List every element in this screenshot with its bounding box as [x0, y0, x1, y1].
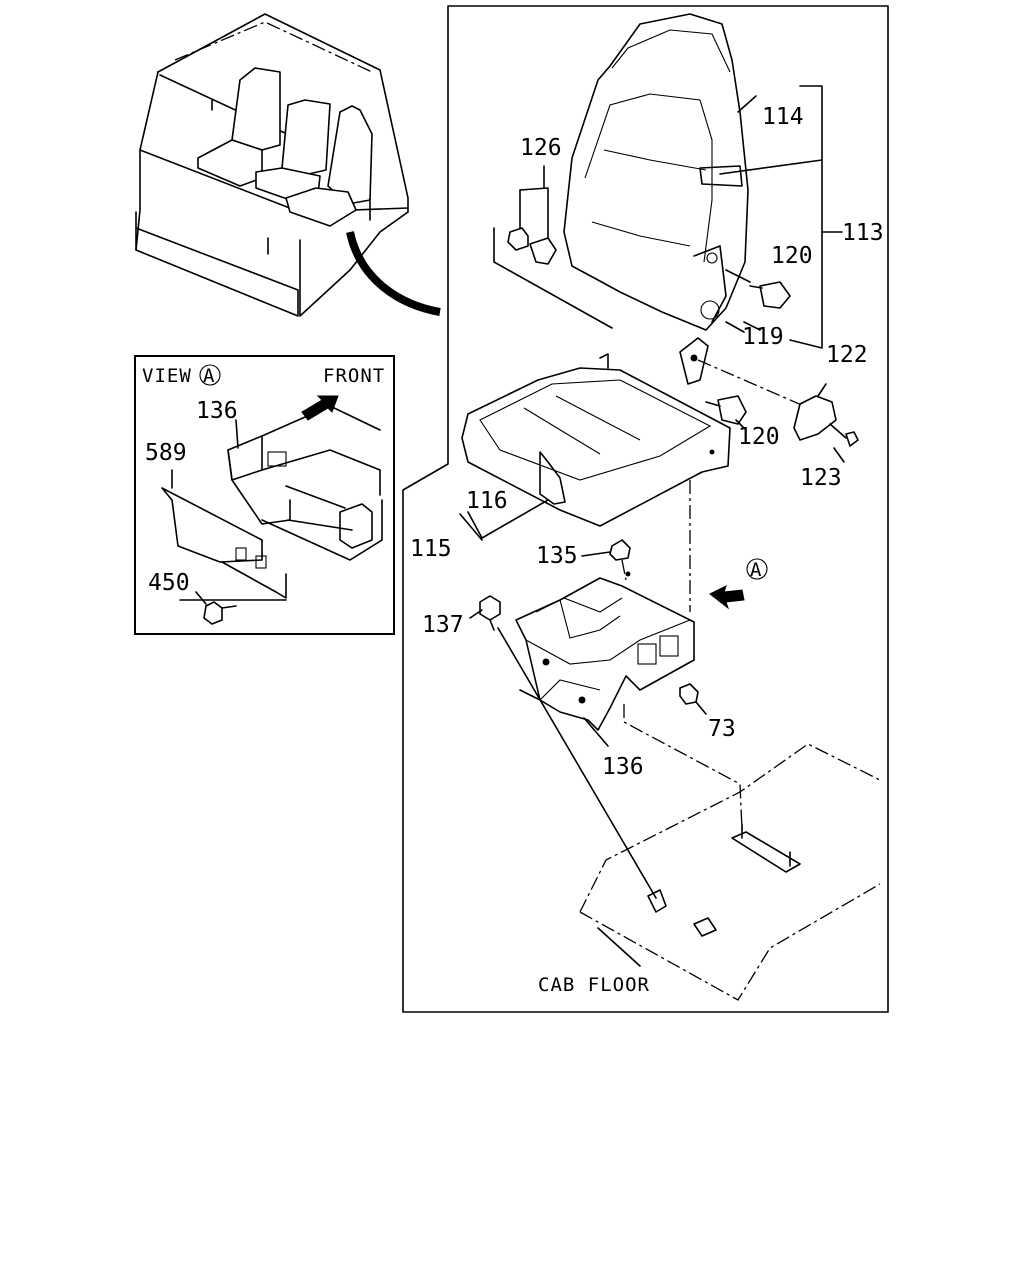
callout-123: 123: [800, 465, 842, 491]
view-label: VIEW: [142, 365, 192, 387]
callouts: 114 126 113 120 119 122 120 123 116 115 …: [410, 104, 884, 996]
callout-113: 113: [842, 220, 884, 246]
callout-126: 126: [520, 135, 562, 161]
seat-cushion: [459, 353, 731, 612]
callout-450: 450: [148, 570, 190, 596]
callout-115: 115: [410, 536, 452, 562]
cab-floor-label: CAB FLOOR: [538, 974, 650, 996]
arrow-a-marker: A: [750, 559, 762, 581]
cab-floor: [497, 627, 881, 1001]
cab-overview: [135, 13, 441, 317]
callout-116: 116: [466, 488, 508, 514]
view-marker: A: [203, 365, 215, 387]
seat-base-frame: [469, 539, 768, 747]
callout-114: 114: [762, 104, 804, 130]
view-a-arrow-icon: [709, 585, 745, 610]
callout-589: 589: [145, 440, 187, 466]
callout-119: 119: [742, 324, 784, 350]
front-label: FRONT: [323, 365, 385, 387]
view-a-panel: VIEW A FRONT 136 589 450: [134, 355, 395, 635]
callout-73: 73: [708, 716, 736, 742]
callout-135: 135: [536, 543, 578, 569]
callout-136: 136: [602, 754, 644, 780]
main-frame: [402, 5, 889, 1013]
seatback: [493, 13, 859, 463]
callout-137: 137: [422, 612, 464, 638]
callout-120-lower: 120: [738, 424, 780, 450]
callout-120-upper: 120: [771, 243, 813, 269]
callout-136-view: 136: [196, 398, 238, 424]
callout-122: 122: [826, 342, 868, 368]
